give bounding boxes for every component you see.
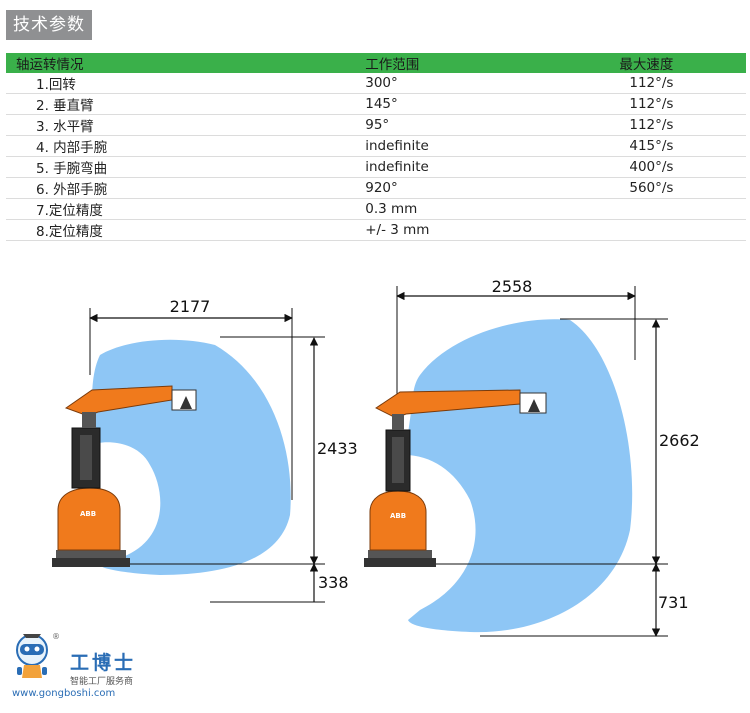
range-cell: +/- 3 mm [365, 219, 610, 241]
section-title: 技术参数 [6, 10, 92, 40]
axis-cell: 5. 手腕弯曲 [6, 156, 366, 178]
axis-cell: 7.定位精度 [6, 198, 366, 220]
registered-mark: ® [52, 632, 60, 641]
axis-cell: 3. 水平臂 [6, 114, 366, 136]
speed-cell: 112°/s [609, 73, 746, 94]
table-row: 6. 外部手腕 920° 560°/s [6, 177, 746, 199]
range-cell: indefinite [365, 135, 610, 157]
table-row: 4. 内部手腕 indefinite 415°/s [6, 135, 746, 157]
axis-cell: 4. 内部手腕 [6, 135, 366, 157]
speed-cell: 112°/s [609, 114, 746, 136]
table-row: 1.回转 300° 112°/s [6, 73, 746, 94]
range-cell: 0.3 mm [365, 198, 610, 220]
reach-diagram: 2177 2433 338 ABB 2558 [52, 277, 700, 637]
brand-logo: ® 工博士 智能工厂服务商 www.gongboshi.com [8, 630, 148, 710]
left-robot: ABB [52, 385, 197, 567]
range-cell: 145° [365, 93, 610, 115]
speed-cell [609, 198, 746, 220]
header-range: 工作范围 [365, 57, 420, 73]
right-robot: ABB [364, 389, 547, 567]
table-row: 7.定位精度 0.3 mm [6, 198, 746, 220]
right-reach-diagram: 2558 2662 731 ABB [364, 277, 700, 637]
speed-cell: 112°/s [609, 93, 746, 115]
range-cell: indefinite [365, 156, 610, 178]
left-width-label: 2177 [170, 297, 211, 316]
left-reach-envelope [92, 339, 291, 575]
specs-table: 轴运转情况 工作范围 最大速度 1.回转 300° 112°/s 2. 垂直臂 … [6, 53, 746, 241]
right-reach-envelope [405, 319, 633, 633]
range-cell: 920° [365, 177, 610, 199]
range-cell: 300° [365, 73, 610, 94]
table-row: 5. 手腕弯曲 indefinite 400°/s [6, 156, 746, 178]
speed-cell: 560°/s [609, 177, 746, 199]
speed-cell: 400°/s [609, 156, 746, 178]
left-lower-label: 338 [318, 573, 349, 592]
range-cell: 95° [365, 114, 610, 136]
left-reach-diagram: 2177 2433 338 ABB [52, 297, 358, 603]
table-header-row: 轴运转情况 工作范围 最大速度 [6, 53, 746, 73]
right-height-label: 2662 [659, 431, 700, 450]
axis-cell: 6. 外部手腕 [6, 177, 366, 199]
axis-cell: 2. 垂直臂 [6, 93, 366, 115]
header-speed: 最大速度 [619, 57, 674, 73]
brand-name: 工博士 [70, 652, 137, 674]
speed-cell: 415°/s [609, 135, 746, 157]
left-height-label: 2433 [317, 439, 358, 458]
right-robot-logo: ABB [390, 512, 406, 520]
axis-cell: 8.定位精度 [6, 219, 366, 241]
brand-subtitle: 智能工厂服务商 [70, 677, 134, 687]
right-lower-label: 731 [658, 593, 689, 612]
header-axis: 轴运转情况 [16, 57, 84, 73]
brand-url[interactable]: www.gongboshi.com [12, 688, 116, 699]
speed-cell [609, 219, 746, 241]
table-row: 3. 水平臂 95° 112°/s [6, 114, 746, 136]
axis-cell: 1.回转 [6, 73, 366, 94]
table-row: 8.定位精度 +/- 3 mm [6, 219, 746, 241]
right-width-label: 2558 [492, 277, 533, 296]
table-row: 2. 垂直臂 145° 112°/s [6, 93, 746, 115]
robot-mascot-icon [16, 634, 48, 678]
left-robot-logo: ABB [80, 510, 96, 518]
